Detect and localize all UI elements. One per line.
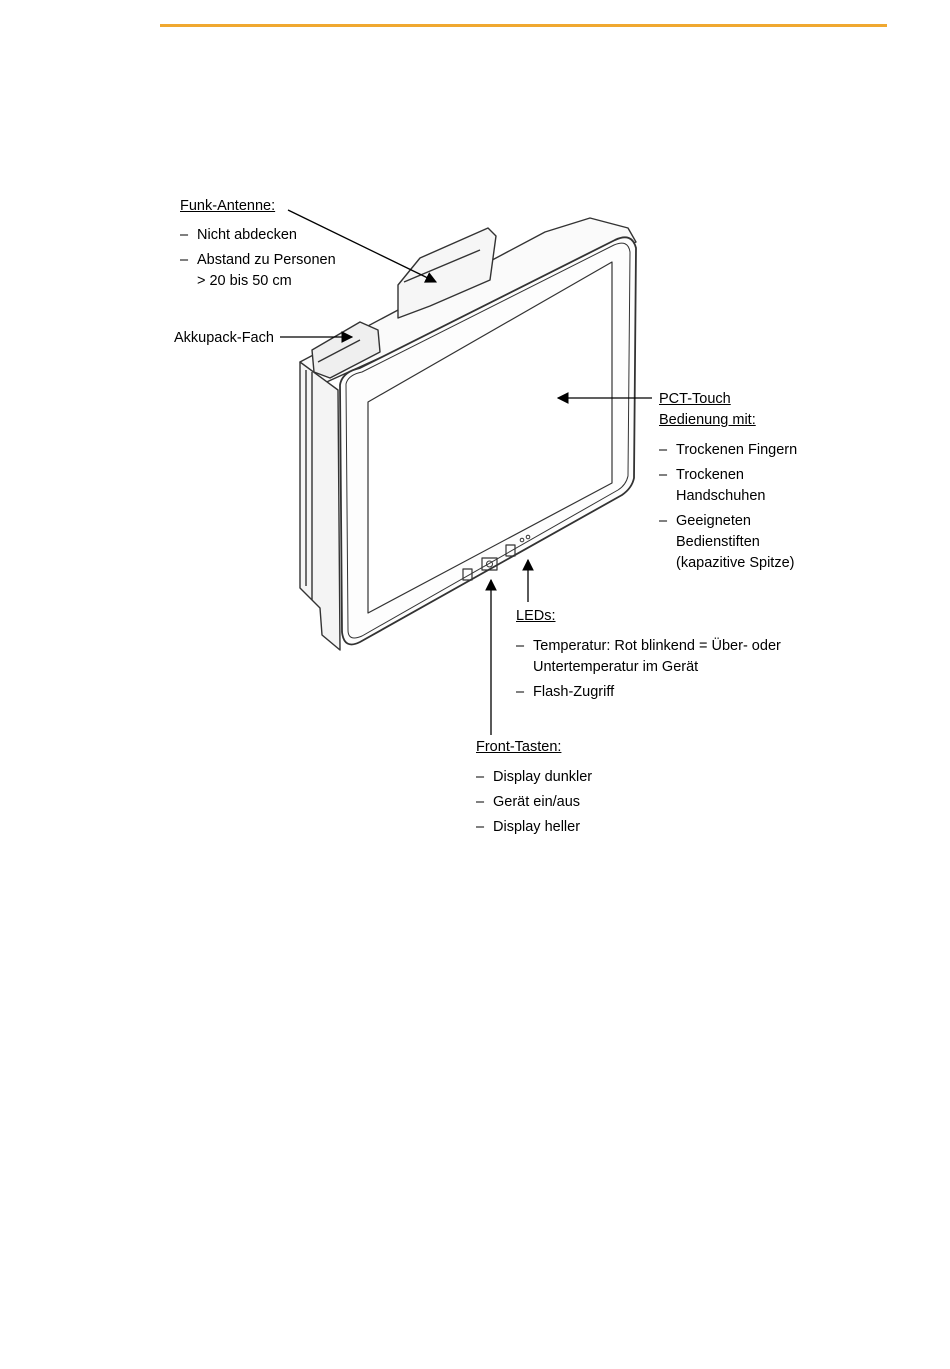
- battery-heading: Akkupack-Fach: [174, 330, 274, 346]
- touch-heading-2: Bedienung mit:: [659, 412, 756, 428]
- list-item: Geeigneten Bedienstiften (kapazitive Spi…: [659, 511, 839, 574]
- list-item: Trockenen Fingern: [659, 440, 839, 461]
- front-keys-list: Display dunkler Gerät ein/aus Display he…: [476, 767, 676, 842]
- led-icon: [519, 537, 525, 543]
- list-item: Trockenen Handschuhen: [659, 465, 839, 507]
- antenna-heading: Funk-Antenne:: [180, 198, 276, 214]
- button-brightness-down-icon: [462, 568, 473, 581]
- list-item: Display heller: [476, 817, 676, 838]
- touch-list: Trockenen Fingern Trockenen Handschuhen …: [659, 440, 839, 578]
- antenna: [397, 227, 497, 319]
- button-power-icon: [481, 557, 498, 571]
- touch-heading-1: PCT-Touch: [659, 391, 731, 407]
- antenna-list: Nicht abdecken Abstand zu Personen > 20 …: [180, 225, 380, 296]
- list-item: Gerät ein/aus: [476, 792, 676, 813]
- list-item: Temperatur: Rot blinkend = Über- oder Un…: [516, 636, 816, 678]
- list-item: Flash-Zugriff: [516, 682, 816, 703]
- antenna-leader: [287, 209, 438, 283]
- leds-heading: LEDs:: [516, 608, 556, 624]
- leds-list: Temperatur: Rot blinkend = Über- oder Un…: [516, 636, 816, 707]
- screen: [367, 261, 613, 614]
- header-rule: [160, 24, 887, 27]
- battery-compartment: [311, 321, 381, 379]
- side-housing: [299, 361, 341, 651]
- list-item: Display dunkler: [476, 767, 676, 788]
- button-brightness-up-icon: [505, 544, 516, 557]
- list-item: Abstand zu Personen > 20 bis 50 cm: [180, 250, 380, 292]
- list-item: Nicht abdecken: [180, 225, 380, 246]
- front-keys-heading: Front-Tasten:: [476, 739, 562, 755]
